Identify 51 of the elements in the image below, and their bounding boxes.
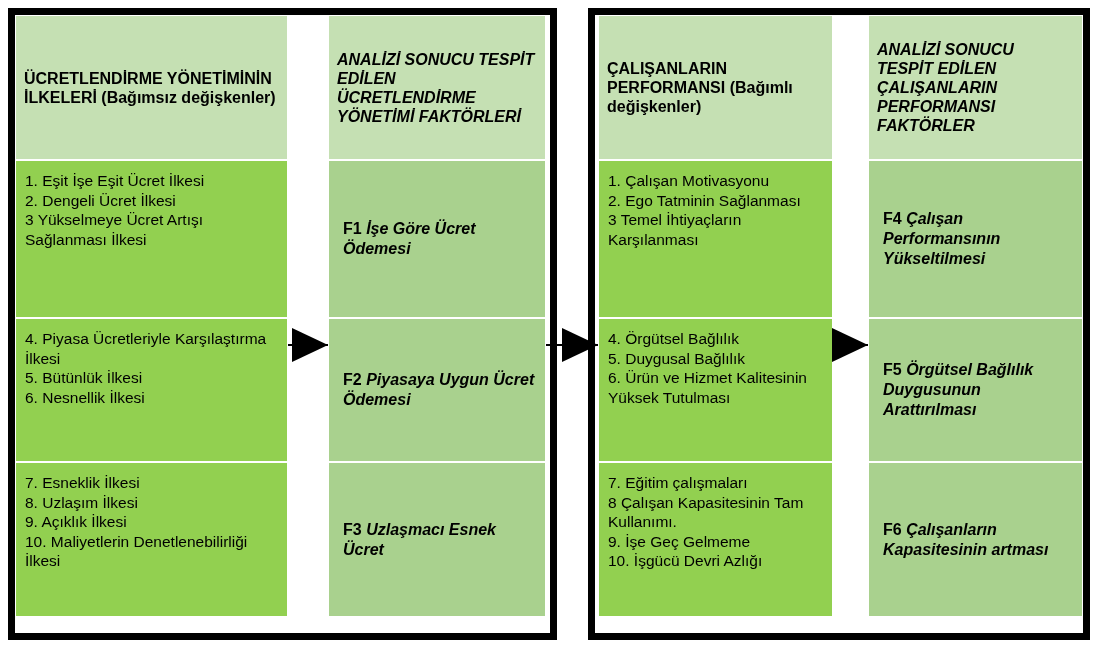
frame-box xyxy=(588,8,1090,640)
list-item: 4. Örgütsel Bağlılık xyxy=(608,329,740,349)
factor-cell xyxy=(868,318,1083,462)
list-item: 1. Çalışan Motivasyonu xyxy=(608,171,771,191)
column-heading: ÜCRETLENDİRME YÖNETİMİNİN İLKELERİ (Bağımsız değişkenler) xyxy=(24,68,277,107)
factor-cell xyxy=(868,462,1083,617)
list-cell xyxy=(15,462,288,617)
list-item: 7. Eğitim çalışmaları xyxy=(608,473,749,493)
factor-text: F3 Uzlaşmacı Esnek Ücret xyxy=(343,519,497,560)
factor-text: F4 Çalışan Performansının Yükseltilmesi xyxy=(883,209,1002,269)
list-item: 3 Yükselmeye Ücret Artışı Sağlanması İlkesi xyxy=(25,210,205,249)
factor-text: F1 İşe Göre Ücret Ödemesi xyxy=(343,219,477,259)
column-heading: ÇALIŞANLARIN PERFORMANSI (Bağımlı değişkenler) xyxy=(607,59,794,116)
factor-cell xyxy=(328,318,546,462)
list-item: 10. Maliyetlerin Denetlenebilirliği İlkesi xyxy=(25,531,249,571)
arrow xyxy=(545,328,599,362)
column-heading: ANALİZİ SONUCU TESPİT EDİLEN ÇALIŞANLARIN PERFORMANSI FAKTÖRLER xyxy=(877,40,1015,135)
list-item: 5. Duygusal Bağlılık xyxy=(608,348,746,368)
factor-cell xyxy=(868,160,1083,318)
arrow xyxy=(287,328,329,362)
list-cell xyxy=(598,318,833,462)
list-cell xyxy=(15,318,288,462)
list-item: 2. Ego Tatminin Sağlanması xyxy=(608,190,802,210)
header-cell xyxy=(868,15,1083,160)
list-item: 4. Piyasa Ücretleriyle Karşılaştırma İlkesi xyxy=(25,329,268,368)
factor-text: F2 Piyasaya Uygun Ücret Ödemesi xyxy=(343,370,535,410)
list-item: 5. Bütünlük İlkesi xyxy=(25,368,144,388)
header-cell xyxy=(15,15,288,160)
factor-text: F6 Çalışanların Kapasitesinin artması xyxy=(883,519,1050,560)
list-item: 2. Dengeli Ücret İlkesi xyxy=(25,190,177,210)
list-item: 3 Temel İhtiyaçların Karşılanması xyxy=(608,210,743,249)
list-item: 1. Eşit İşe Eşit Ücret İlkesi xyxy=(25,171,206,191)
arrow xyxy=(832,328,869,362)
list-item: 8. Uzlaşım İlkesi xyxy=(25,492,139,512)
list-item: 8 Çalışan Kapasitesinin Tam Kullanımı. xyxy=(608,492,805,532)
header-cell xyxy=(598,15,833,160)
list-item: 9. Açıklık İlkesi xyxy=(25,512,128,532)
list-item: 6. Nesnellik İlkesi xyxy=(25,387,146,407)
factor-cell xyxy=(328,160,546,318)
list-item: 10. İşgücü Devri Azlığı xyxy=(608,551,764,571)
list-item: 7. Esneklik İlkesi xyxy=(25,473,141,493)
factor-cell xyxy=(328,462,546,617)
column-heading: ANALİZİ SONUCU TESPİT EDİLEN ÜCRETLENDİRME YÖNETİMİ FAKTÖRLERİ xyxy=(337,49,537,126)
list-item: 9. İşe Geç Gelmeme xyxy=(608,531,752,551)
list-cell xyxy=(598,462,833,617)
list-cell xyxy=(15,160,288,318)
header-cell xyxy=(328,15,546,160)
list-cell xyxy=(598,160,833,318)
factor-text: F5 Örgütsel Bağlılık Duygusunun Arattırılması xyxy=(883,360,1035,420)
list-item: 6. Ürün ve Hizmet Kalitesinin Yüksek Tutulması xyxy=(608,368,808,407)
frame-box xyxy=(8,8,557,640)
